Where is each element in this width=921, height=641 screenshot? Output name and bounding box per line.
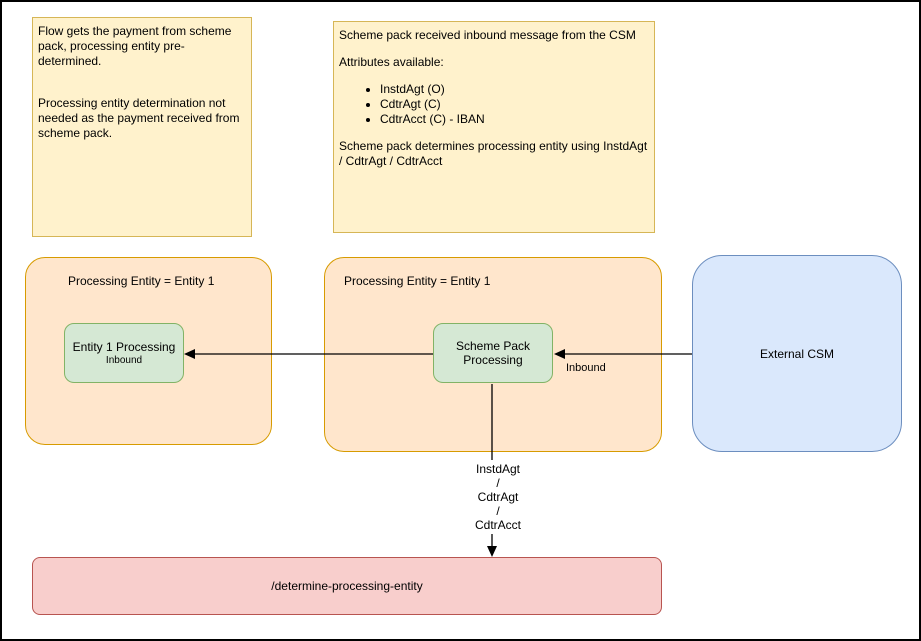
external-csm-label: External CSM bbox=[759, 346, 835, 361]
note-attribute-item: CdtrAgt (C) bbox=[380, 97, 649, 112]
sticky-note-flow-description: Flow gets the payment from scheme pack, … bbox=[32, 17, 252, 237]
scheme-pack-processing-node: Scheme Pack Processing bbox=[433, 323, 553, 383]
note-attributes-list: InstdAgt (O) CdtrAgt (C) CdtrAcct (C) - … bbox=[339, 82, 649, 127]
entity1-processing-label: Entity 1 Processing bbox=[72, 339, 176, 354]
note-attributes-heading: Attributes available: bbox=[339, 55, 444, 69]
note-paragraph: Flow gets the payment from scheme pack, … bbox=[38, 24, 232, 68]
entity1-container-label: Processing Entity = Entity 1 bbox=[68, 274, 215, 288]
external-csm-node: External CSM bbox=[692, 255, 902, 452]
note-attribute-item: InstdAgt (O) bbox=[380, 82, 649, 97]
entity1-processing-node: Entity 1 Processing Inbound bbox=[64, 323, 184, 383]
determine-processing-entity-node: /determine-processing-entity bbox=[32, 557, 662, 615]
note-attribute-item: CdtrAcct (C) - IBAN bbox=[380, 112, 649, 127]
sticky-note-scheme-pack-message: Scheme pack received inbound message fro… bbox=[333, 21, 655, 233]
arrowhead-down-icon bbox=[487, 546, 497, 557]
edge-label-inbound: Inbound bbox=[566, 362, 606, 374]
scheme-pack-processing-label: Scheme Pack Processing bbox=[455, 339, 531, 367]
determine-processing-entity-label: /determine-processing-entity bbox=[271, 579, 423, 593]
edge-label-attributes: InstdAgt / CdtrAgt / CdtrAcct bbox=[457, 460, 539, 534]
note-paragraph: Processing entity determination not need… bbox=[38, 96, 240, 140]
scheme-pack-container-label: Processing Entity = Entity 1 bbox=[344, 274, 491, 288]
note-paragraph: Scheme pack determines processing entity… bbox=[339, 139, 648, 168]
note-paragraph: Scheme pack received inbound message fro… bbox=[339, 28, 636, 42]
entity1-processing-sublabel: Inbound bbox=[105, 354, 143, 366]
